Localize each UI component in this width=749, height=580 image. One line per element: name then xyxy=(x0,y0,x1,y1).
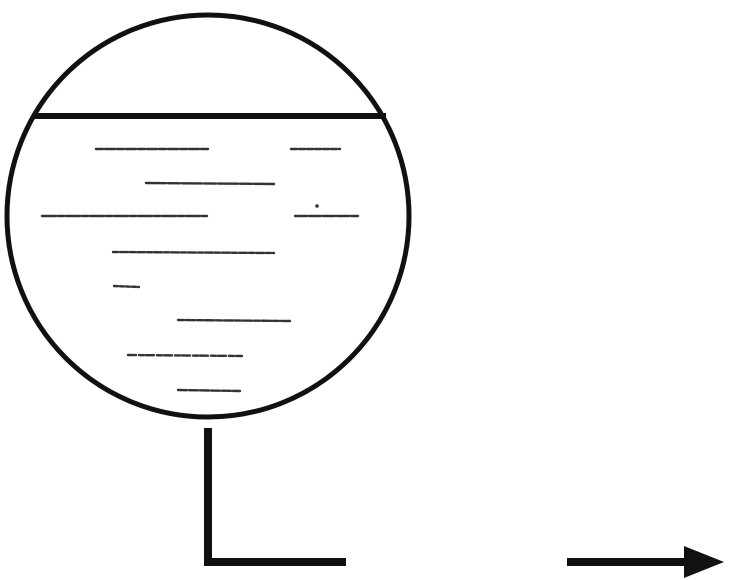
ripple-line xyxy=(144,181,276,186)
liquid-ripples xyxy=(40,147,360,393)
arrowhead-icon xyxy=(684,546,724,578)
outlet-pipe xyxy=(204,428,346,566)
ripple-line xyxy=(176,318,292,323)
ripple-line xyxy=(126,353,244,358)
ripple-line xyxy=(176,388,242,393)
spherical-tank xyxy=(4,12,412,420)
ripple-line xyxy=(111,250,276,255)
flow-direction-arrow xyxy=(567,546,724,578)
ripple-dot xyxy=(315,204,319,208)
ripple-line xyxy=(112,284,141,289)
